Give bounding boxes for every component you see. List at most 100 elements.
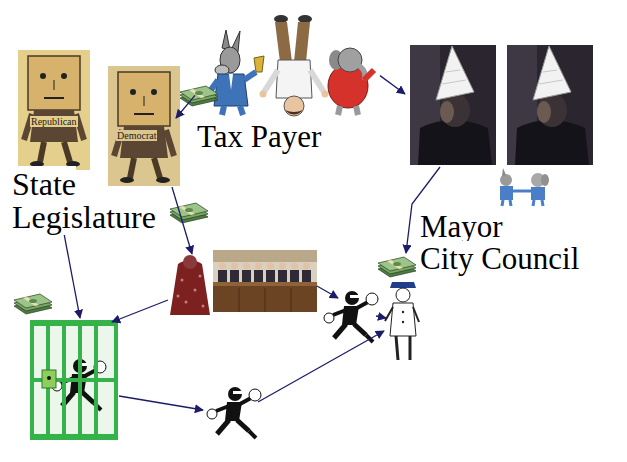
court-bench-photo (254, 270, 263, 282)
court-bench-photo (279, 263, 286, 270)
court-bench-photo (243, 263, 250, 270)
republican-figure (18, 50, 90, 170)
policeman-figure (402, 311, 404, 313)
policeman-figure (402, 321, 404, 323)
jail-cell (42, 370, 56, 388)
dunce-cap-photo (507, 45, 593, 165)
label-wrap: Mayor City Council (420, 211, 586, 276)
judge-figure (181, 279, 184, 282)
money-arrow (380, 76, 405, 94)
court-bench-photo (291, 288, 292, 312)
donkey-cartoon (254, 56, 264, 72)
elephant-cartoon (364, 70, 374, 80)
label-wrap: Tax Payer (197, 121, 347, 154)
picture-group: State Legislature (8, 45, 176, 237)
node-label: Mayor City Council (420, 209, 579, 277)
dunce-cap-photo (410, 45, 496, 165)
donkey-cartoon (222, 106, 224, 115)
court-bench-photo (255, 263, 262, 270)
donkey-cartoon (208, 30, 264, 115)
handshake-cartoon (542, 200, 543, 206)
handshake-cartoon (510, 200, 511, 206)
judge-figure (202, 305, 205, 308)
picture-group: Mayor City Council (405, 42, 597, 278)
upside-down-taxpayer (264, 70, 278, 92)
flow-arrow (172, 187, 192, 254)
money-stack (180, 86, 218, 106)
node-label: Tax Payer (197, 119, 321, 154)
policeman-figure (396, 336, 410, 360)
money-stack (180, 86, 218, 106)
money-stack (378, 257, 416, 277)
handshake-cartoon (502, 168, 506, 176)
robber-figure (324, 291, 378, 342)
picture-group: Tax Payer (195, 15, 380, 156)
label-line: Mayor City Council (420, 211, 586, 276)
judge-figure (177, 295, 180, 298)
elephant-cartoon (328, 48, 374, 115)
label-wrap: State Legislature (12, 168, 172, 235)
jail-cell (30, 434, 118, 440)
court-bench-photo (267, 263, 274, 270)
robber-figure (207, 387, 261, 438)
elephant-cartoon (338, 106, 340, 115)
elephant-cartoon (338, 48, 362, 72)
label-line: State Legislature (12, 168, 172, 235)
jail-cell (30, 320, 118, 326)
court-bench-photo (266, 270, 275, 282)
node-label: State Legislature (12, 166, 156, 236)
judge-figure (199, 275, 202, 278)
flow-arrow (376, 316, 386, 318)
flow-arrow (258, 331, 384, 402)
court-bench-photo (239, 288, 240, 312)
donkey-cartoon (229, 74, 233, 90)
judge-figure (194, 289, 197, 292)
upside-down-taxpayer (274, 15, 288, 23)
robber-figure (207, 387, 261, 438)
court-bench-photo (219, 263, 226, 270)
court-bench-photo (219, 263, 310, 270)
flow-arrow (119, 396, 203, 410)
court-bench-photo (213, 282, 317, 286)
flow-arrow (317, 286, 338, 298)
court-bench-photo (291, 263, 298, 270)
money-stack (378, 257, 416, 277)
label-line: Tax Payer (197, 121, 347, 154)
court-bench-photo (265, 288, 266, 312)
handshake-cartoon (533, 200, 534, 206)
upside-down-taxpayer (285, 110, 303, 115)
money-stack (170, 203, 208, 223)
donkey-cartoon (240, 106, 243, 115)
party-tag: Republican (30, 116, 78, 127)
jail-cell (30, 320, 118, 440)
handshake-cartoon (513, 190, 531, 193)
robber-figure (324, 291, 378, 342)
democrat-figure (108, 66, 180, 186)
court-bench-photo (213, 250, 317, 262)
handshake-cartoon (500, 174, 512, 186)
policeman-figure (390, 282, 416, 288)
handshake-cartoon (502, 200, 503, 206)
court-bench-photo (242, 270, 251, 282)
judge-figure (170, 255, 210, 315)
jail-cell (30, 322, 118, 440)
upside-down-taxpayer (298, 15, 312, 23)
money-stack (14, 294, 52, 314)
judge-figure (185, 301, 188, 304)
upside-down-taxpayer (276, 60, 312, 98)
upside-down-taxpayer (260, 15, 329, 116)
policeman-figure (390, 303, 416, 336)
money-stack (14, 294, 52, 314)
court-bench-photo (231, 263, 238, 270)
handshake-cartoon (500, 186, 513, 200)
court-bench-photo (239, 288, 291, 312)
policeman-figure (413, 307, 419, 322)
court-bench-photo (230, 270, 239, 282)
policeman-figure (385, 282, 419, 360)
upside-down-taxpayer (260, 91, 267, 98)
court-bench-photo (290, 270, 299, 282)
dunce-cap-photo (410, 45, 496, 165)
donkey-cartoon (244, 72, 256, 80)
court-bench-photo (218, 270, 227, 282)
